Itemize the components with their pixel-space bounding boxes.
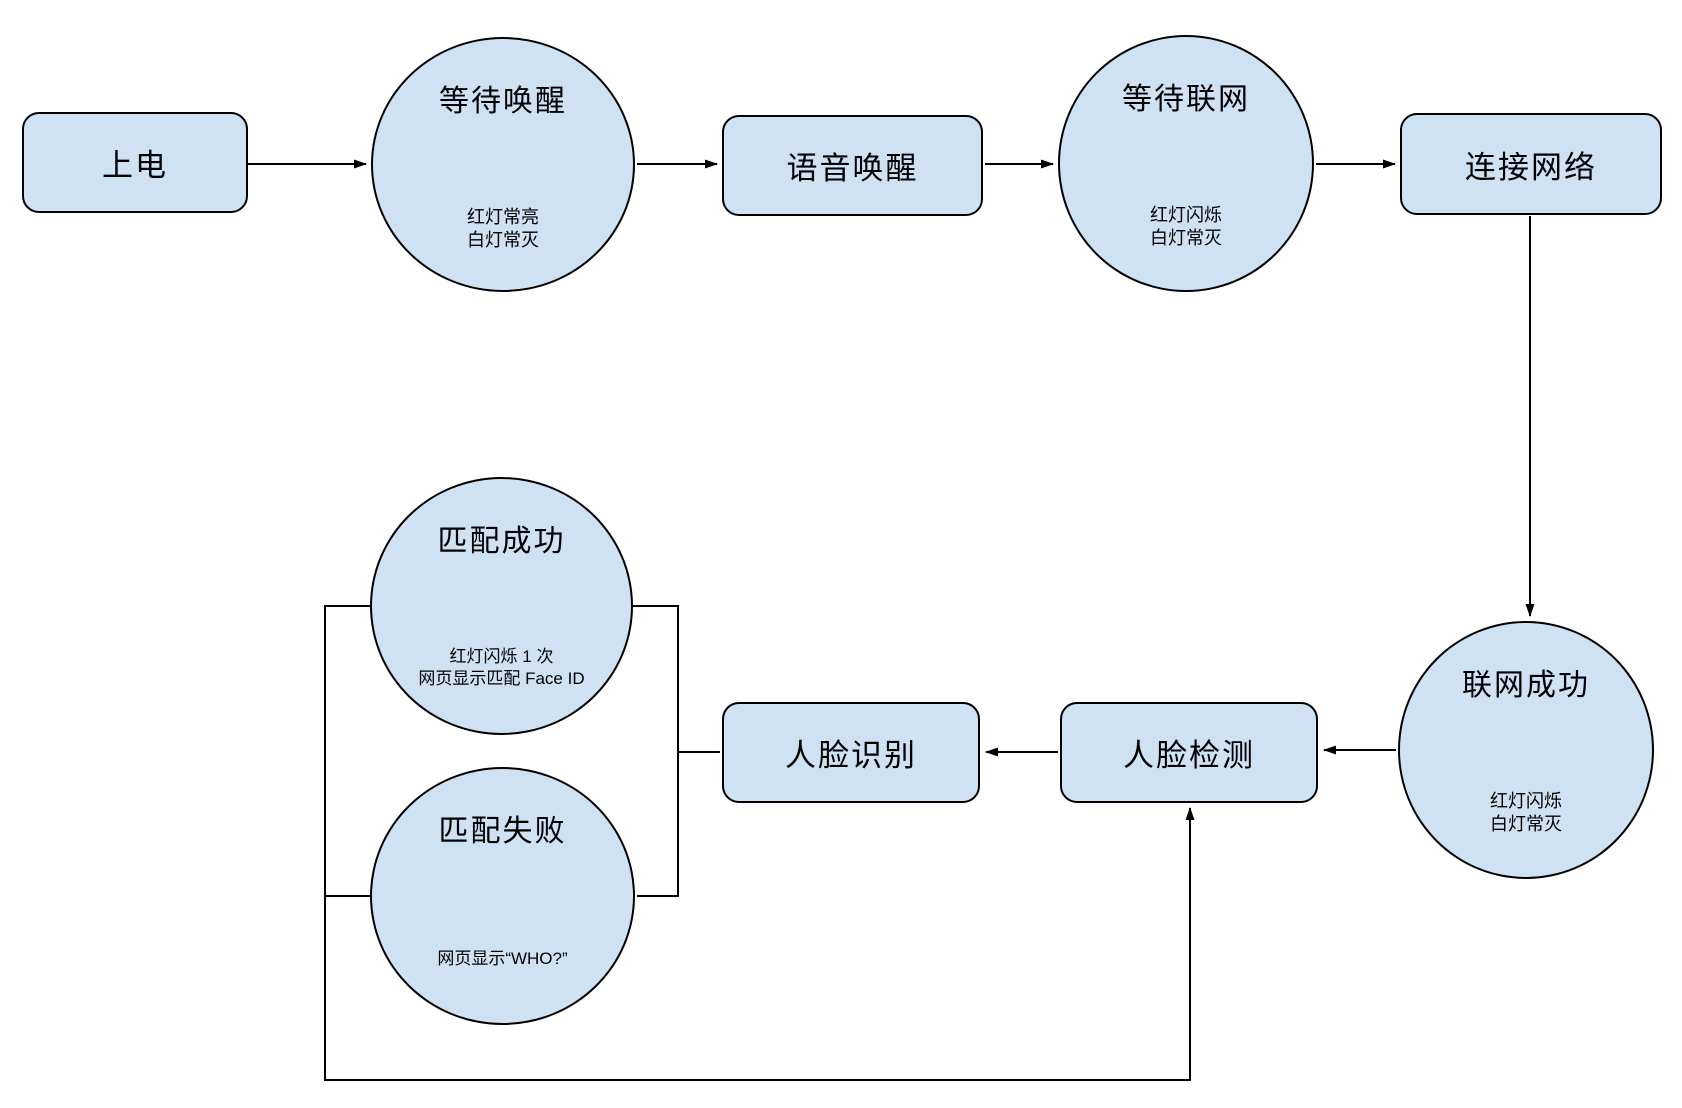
status-line-red-led: 红灯闪烁 [1490, 791, 1562, 811]
node-connect-network: 连接网络 [1400, 113, 1662, 215]
status-line-white-led: 白灯常灭 [1150, 228, 1222, 248]
node-wait-network-title: 等待联网 [1122, 83, 1250, 116]
node-voice-wake: 语音唤醒 [722, 115, 983, 216]
node-match-ok: 匹配成功 红灯闪烁 1 次 网页显示匹配 Face ID [370, 477, 633, 735]
node-face-detect: 人脸检测 [1060, 702, 1318, 803]
node-network-ok: 联网成功 红灯闪烁 白灯常灭 [1398, 621, 1654, 879]
node-connect-network-label: 连接网络 [1465, 149, 1597, 185]
node-match-ok-title: 匹配成功 [437, 525, 566, 558]
node-face-recognize: 人脸识别 [722, 702, 980, 803]
status-line-white-led: 白灯常灭 [1490, 814, 1562, 834]
status-line-white-led: 白灯常灭 [467, 230, 539, 250]
node-network-ok-status: 红灯闪烁 白灯常灭 [1400, 790, 1652, 836]
node-wait-network-status: 红灯闪烁 白灯常灭 [1060, 204, 1312, 250]
node-match-fail-title: 匹配失败 [438, 815, 567, 848]
node-match-ok-status: 红灯闪烁 1 次 网页显示匹配 Face ID [372, 646, 631, 690]
node-wait-wake: 等待唤醒 红灯常亮 白灯常灭 [371, 37, 635, 292]
status-line-webpage: 网页显示“WHO?” [437, 949, 568, 968]
status-line-red-led: 红灯闪烁 [1150, 205, 1222, 225]
node-wait-wake-title: 等待唤醒 [439, 85, 567, 118]
edge-loop-back-to-face-detect [324, 605, 1195, 1081]
node-network-ok-title: 联网成功 [1462, 669, 1590, 702]
node-power-on: 上电 [22, 112, 248, 213]
node-power-on-label: 上电 [102, 148, 168, 183]
status-line-webpage: 网页显示匹配 Face ID [418, 669, 585, 688]
node-match-fail-status: 网页显示“WHO?” [372, 948, 633, 970]
node-face-detect-label: 人脸检测 [1123, 738, 1255, 773]
node-match-fail: 匹配失败 网页显示“WHO?” [370, 767, 635, 1025]
status-line-red-led: 红灯常亮 [467, 207, 539, 227]
status-line-red-led: 红灯闪烁 1 次 [449, 647, 554, 666]
node-wait-wake-status: 红灯常亮 白灯常灭 [373, 206, 633, 252]
node-voice-wake-label: 语音唤醒 [786, 151, 919, 186]
edge-bracket-match-results [633, 605, 679, 897]
node-wait-network: 等待联网 红灯闪烁 白灯常灭 [1058, 35, 1314, 292]
node-face-recognize-label: 人脸识别 [785, 738, 917, 773]
